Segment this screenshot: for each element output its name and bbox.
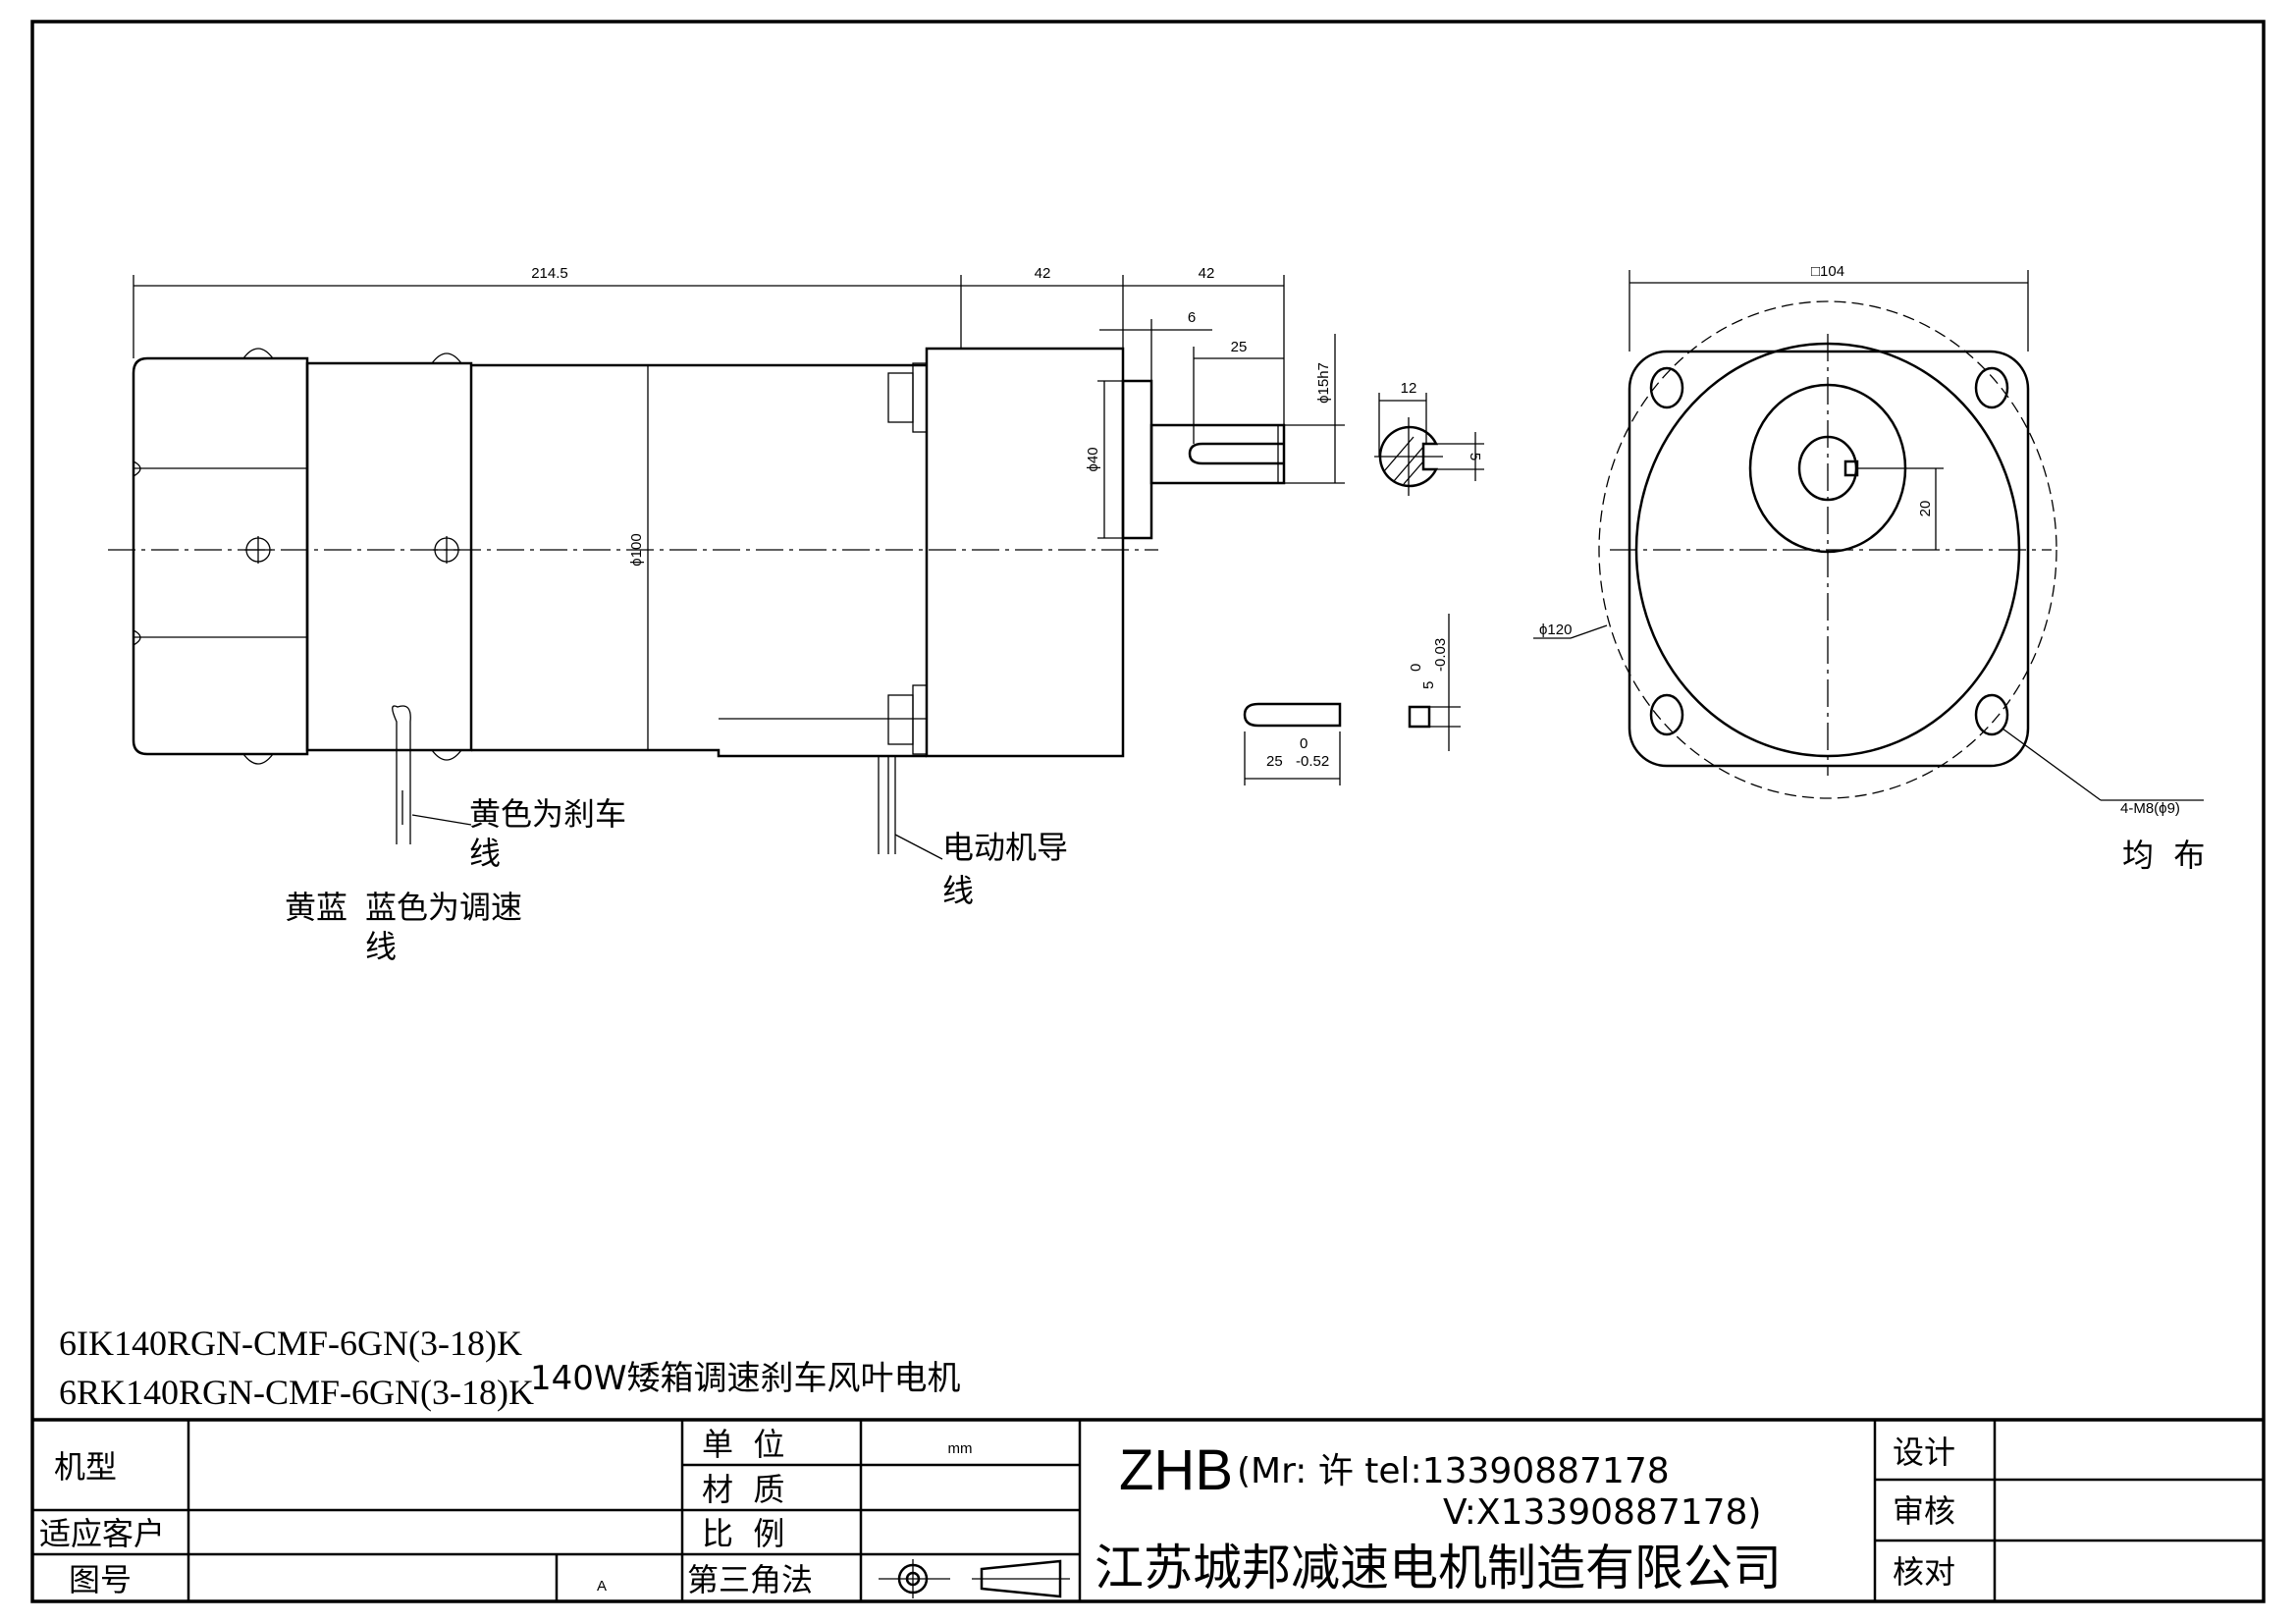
screw-icon bbox=[433, 536, 460, 564]
company-name: 江苏城邦减速电机制造有限公司 bbox=[1095, 1540, 1782, 1596]
screw-icon bbox=[244, 536, 272, 564]
mount-hole bbox=[1649, 693, 1684, 736]
front-view: □104 20 ϕ120 4-M8(ϕ9) 均 布 bbox=[1533, 263, 2205, 874]
contact-line-1: (Mr: 许 tel:13390887178 bbox=[1237, 1451, 1670, 1491]
model-1: 6IK140RGN-CMF-6GN(3-18)K bbox=[59, 1324, 522, 1363]
dim-boss-diameter: ϕ40 bbox=[1085, 447, 1101, 471]
speed-wire-label: 蓝色为调速 bbox=[365, 889, 522, 926]
dim-section-key: 5 bbox=[1467, 453, 1483, 460]
fan-cover bbox=[132, 356, 309, 756]
output-shaft bbox=[1149, 423, 1286, 485]
motor-body bbox=[471, 363, 927, 758]
side-view: 214.5 42 42 6 25 ϕ15h7 ϕ40 ϕ100 黄色为刹车 线 … bbox=[108, 265, 1345, 965]
dim-flange-square: □104 bbox=[1811, 263, 1844, 280]
product-name: 140W矮箱调速刹车风叶电机 bbox=[530, 1359, 961, 1398]
projection-label: 第三角法 bbox=[687, 1561, 813, 1598]
motor-wire-label-2: 线 bbox=[942, 872, 974, 909]
dim-total-length: 214.5 bbox=[531, 265, 568, 282]
dim-key-height-lower: -0.03 bbox=[1432, 638, 1449, 672]
dimension-lines bbox=[133, 275, 1345, 750]
dim-key-len-upper: 0 bbox=[1300, 735, 1308, 752]
holes-note: 均 布 bbox=[2122, 837, 2205, 874]
brake-wire-label-2: 线 bbox=[469, 835, 501, 872]
dim-pcd: ϕ120 bbox=[1539, 622, 1572, 638]
review-label: 审核 bbox=[1893, 1492, 1955, 1530]
dim-motor-diameter: ϕ100 bbox=[628, 533, 645, 566]
dim-shaft-offset: 20 bbox=[1917, 501, 1934, 517]
dim-gearbox-length: 42 bbox=[1035, 265, 1051, 282]
dim-shaft-diameter: ϕ15h7 bbox=[1315, 362, 1332, 404]
speed-wire-prefix: 黄蓝 bbox=[285, 889, 347, 926]
unit-label: 单 位 bbox=[702, 1426, 784, 1463]
dim-key-length: 25 bbox=[1231, 339, 1248, 355]
customer-label: 适应客户 bbox=[39, 1515, 165, 1552]
dim-key-len-lower: -0.52 bbox=[1296, 753, 1329, 770]
gearbox bbox=[925, 347, 1125, 758]
company-brand: ZHB bbox=[1119, 1438, 1233, 1502]
speed-wire-label-2: 线 bbox=[365, 928, 397, 965]
unit-value: mm bbox=[948, 1440, 973, 1457]
motor-bracket bbox=[305, 361, 473, 752]
check-label: 核对 bbox=[1893, 1553, 1955, 1591]
flange-square bbox=[1628, 350, 2030, 768]
output-boss bbox=[1121, 379, 1153, 540]
drawing-no-label: 图号 bbox=[69, 1561, 132, 1598]
material-label: 材 质 bbox=[702, 1471, 784, 1508]
contact-line-2: V:X13390887178) bbox=[1443, 1492, 1761, 1533]
brake-wire bbox=[392, 705, 411, 844]
mount-hole bbox=[1974, 693, 2009, 736]
drawing-border bbox=[30, 20, 2266, 1603]
design-label: 设计 bbox=[1893, 1434, 1955, 1471]
third-angle-projection-icon bbox=[879, 1559, 1070, 1598]
dim-shaft-length: 42 bbox=[1199, 265, 1215, 282]
model-label: 机型 bbox=[54, 1448, 117, 1486]
mount-hole bbox=[1974, 366, 2009, 409]
model-2: 6RK140RGN-CMF-6GN(3-18)K bbox=[59, 1373, 534, 1412]
revision: A bbox=[597, 1578, 607, 1595]
dim-section-width: 12 bbox=[1401, 380, 1417, 397]
key-drawing: 25 0 -0.52 5 0 -0.03 bbox=[1243, 614, 1461, 785]
title-block: 机型 适应客户 图号 A 单 位 mm 材 质 比 例 第三角法 ZHB (Mr… bbox=[32, 1418, 2264, 1601]
brake-wire-label: 黄色为刹车 bbox=[469, 795, 626, 833]
dim-holes: 4-M8(ϕ9) bbox=[2120, 800, 2180, 817]
motor-wire-label: 电动机导 bbox=[942, 829, 1068, 866]
motor-wire bbox=[878, 756, 896, 854]
dim-key-height-upper: 0 bbox=[1408, 664, 1424, 672]
dim-key-height-base: 5 bbox=[1420, 681, 1437, 689]
shaft-section: 12 5 bbox=[1374, 380, 1484, 496]
mount-hole bbox=[1649, 366, 1684, 409]
scale-label: 比 例 bbox=[702, 1515, 784, 1552]
dim-key-len-base: 25 bbox=[1266, 753, 1283, 770]
dim-boss-length: 6 bbox=[1188, 309, 1196, 326]
